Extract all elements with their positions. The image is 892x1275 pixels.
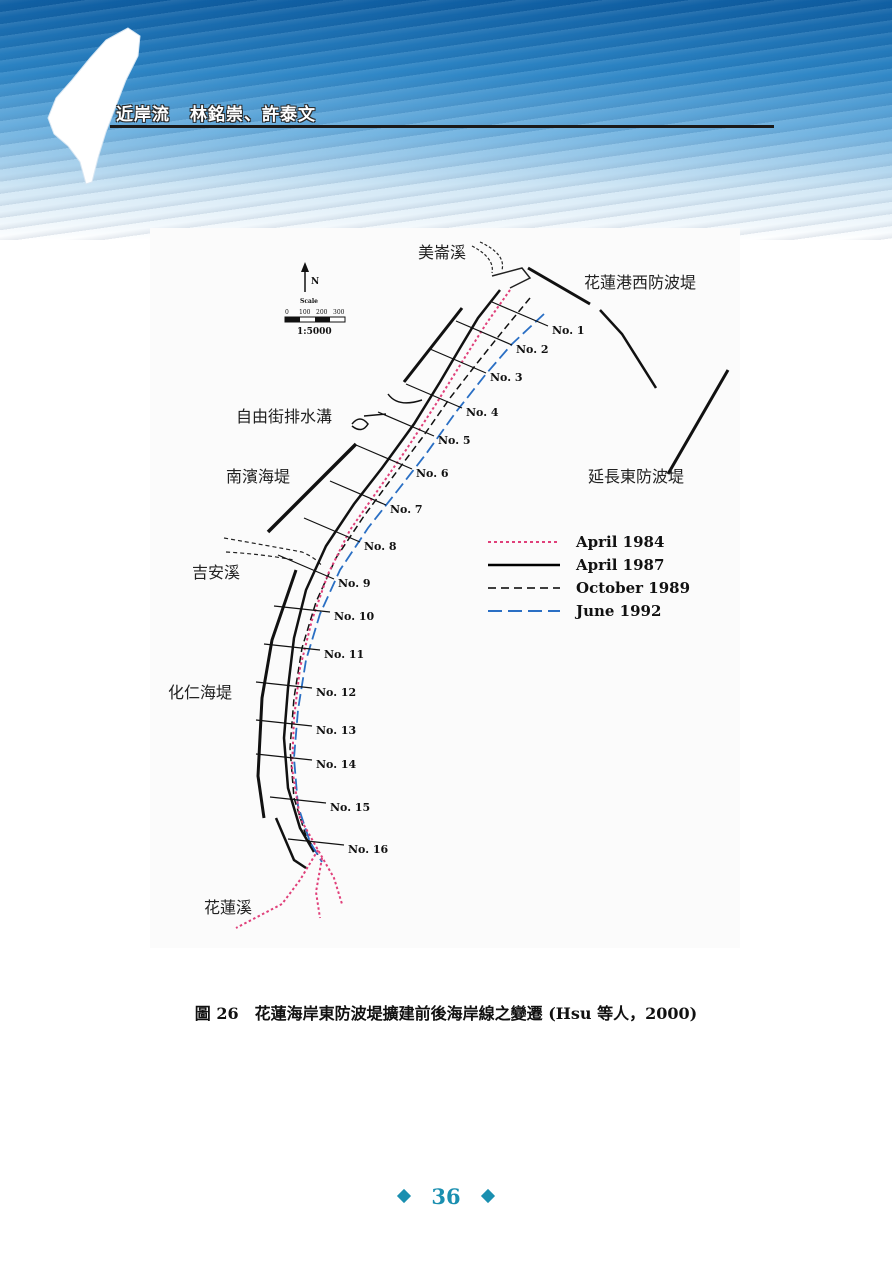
north-groin: [402, 307, 464, 383]
scale-tick-100: 100: [299, 309, 311, 316]
shoreline-1984: [235, 289, 511, 929]
page-number: 36: [431, 1184, 461, 1209]
profile-line-10: [273, 605, 331, 613]
profile-label-9: No. 9: [338, 577, 371, 590]
profile-label-16: No. 16: [348, 843, 389, 856]
shoreline-1989: [289, 297, 531, 859]
profile-line-2: [455, 320, 513, 346]
profile-line-14: [255, 753, 313, 761]
profile-label-8: No. 8: [364, 540, 397, 553]
profile-label-5: No. 5: [438, 434, 471, 447]
east-breakwater: [666, 369, 730, 475]
coastline-map: N Scale 0 100 200 300 1:5000 No. 1: [168, 241, 730, 929]
label-hualien-river: 花蓮溪: [204, 898, 252, 917]
page-footer: 36: [0, 1184, 892, 1209]
ocean-banner: [0, 0, 892, 240]
legend: April 1984 April 1987 October 1989 June …: [488, 533, 690, 620]
header-authors: 林銘崇、許泰文: [190, 105, 316, 125]
header-rule: [110, 125, 774, 128]
taiwan-island-logo: [47, 27, 141, 185]
profile-label-14: No. 14: [316, 758, 357, 771]
profile-line-8: [303, 517, 361, 543]
profile-label-4: No. 4: [466, 406, 499, 419]
label-drain: 自由街排水溝: [236, 407, 332, 426]
label-west-breakwater: 花蓮港西防波堤: [584, 273, 696, 292]
north-arrow: [301, 262, 309, 292]
legend-label-1987: April 1987: [575, 556, 664, 574]
south-structure: [274, 817, 307, 870]
profile-line-6: [355, 444, 413, 470]
scale-bar: [284, 316, 346, 323]
label-huaren-seawall: 化仁海堤: [168, 683, 232, 702]
scale-label: Scale: [300, 298, 318, 305]
profile-label-1: No. 1: [552, 324, 585, 337]
profile-line-13: [255, 719, 313, 727]
profile-line-3: [429, 348, 487, 374]
meilun-river-bank: [471, 241, 504, 274]
header-section: 近岸流: [116, 105, 170, 125]
scale-tick-300: 300: [333, 309, 345, 316]
west-breakwater: [527, 266, 591, 306]
profile-line-9: [277, 554, 335, 580]
label-meilun-river: 美崙溪: [418, 243, 466, 262]
label-east-breakwater: 延長東防波堤: [588, 467, 684, 486]
profile-label-2: No. 2: [516, 343, 549, 356]
profile-label-12: No. 12: [316, 686, 356, 699]
huaren-seawall: [256, 569, 298, 819]
legend-label-1992: June 1992: [574, 602, 661, 620]
scale-ratio: 1:5000: [297, 327, 332, 337]
profile-label-3: No. 3: [490, 371, 523, 384]
label-jian-river: 吉安溪: [192, 563, 240, 582]
coastline-map-figure: N Scale 0 100 200 300 1:5000 No. 1: [150, 228, 740, 948]
drain-outlet: [351, 393, 423, 431]
profile-label-6: No. 6: [416, 467, 449, 480]
figure-caption: 圖 26 花蓮海岸東防波堤擴建前後海岸線之變遷 (Hsu 等人，2000): [194, 1004, 698, 1023]
profile-label-10: No. 10: [334, 610, 375, 623]
profile-label-7: No. 7: [390, 503, 423, 516]
profile-line-7: [329, 480, 387, 506]
scale-tick-200: 200: [316, 309, 328, 316]
profile-line-16: [287, 838, 345, 846]
harbor-mouth: [491, 267, 532, 289]
running-header: 近岸流林銘崇、許泰文: [116, 100, 316, 126]
jian-river: [223, 537, 323, 567]
label-nanbin-seawall: 南濱海堤: [226, 467, 290, 486]
profile-line-4: [405, 383, 463, 409]
profile-line-15: [269, 796, 327, 804]
profile-label-13: No. 13: [316, 724, 356, 737]
profile-label-15: No. 15: [330, 801, 370, 814]
west-breakwater-arm: [599, 309, 658, 389]
profile-line-12: [255, 681, 313, 689]
scale-tick-0: 0: [285, 309, 289, 316]
profile-line-5: [377, 411, 435, 437]
legend-label-1989: October 1989: [576, 579, 690, 597]
legend-label-1984: April 1984: [575, 533, 664, 551]
profile-line-1: [491, 301, 549, 327]
profile-label-11: No. 11: [324, 648, 364, 661]
diamond-left-icon: [397, 1188, 412, 1204]
profile-line-11: [263, 643, 321, 651]
profile-lines: [255, 301, 549, 846]
diamond-right-icon: [480, 1188, 495, 1204]
nanbin-seawall: [266, 442, 358, 534]
shoreline-1992: [293, 313, 545, 863]
compass-label: N: [311, 277, 319, 287]
